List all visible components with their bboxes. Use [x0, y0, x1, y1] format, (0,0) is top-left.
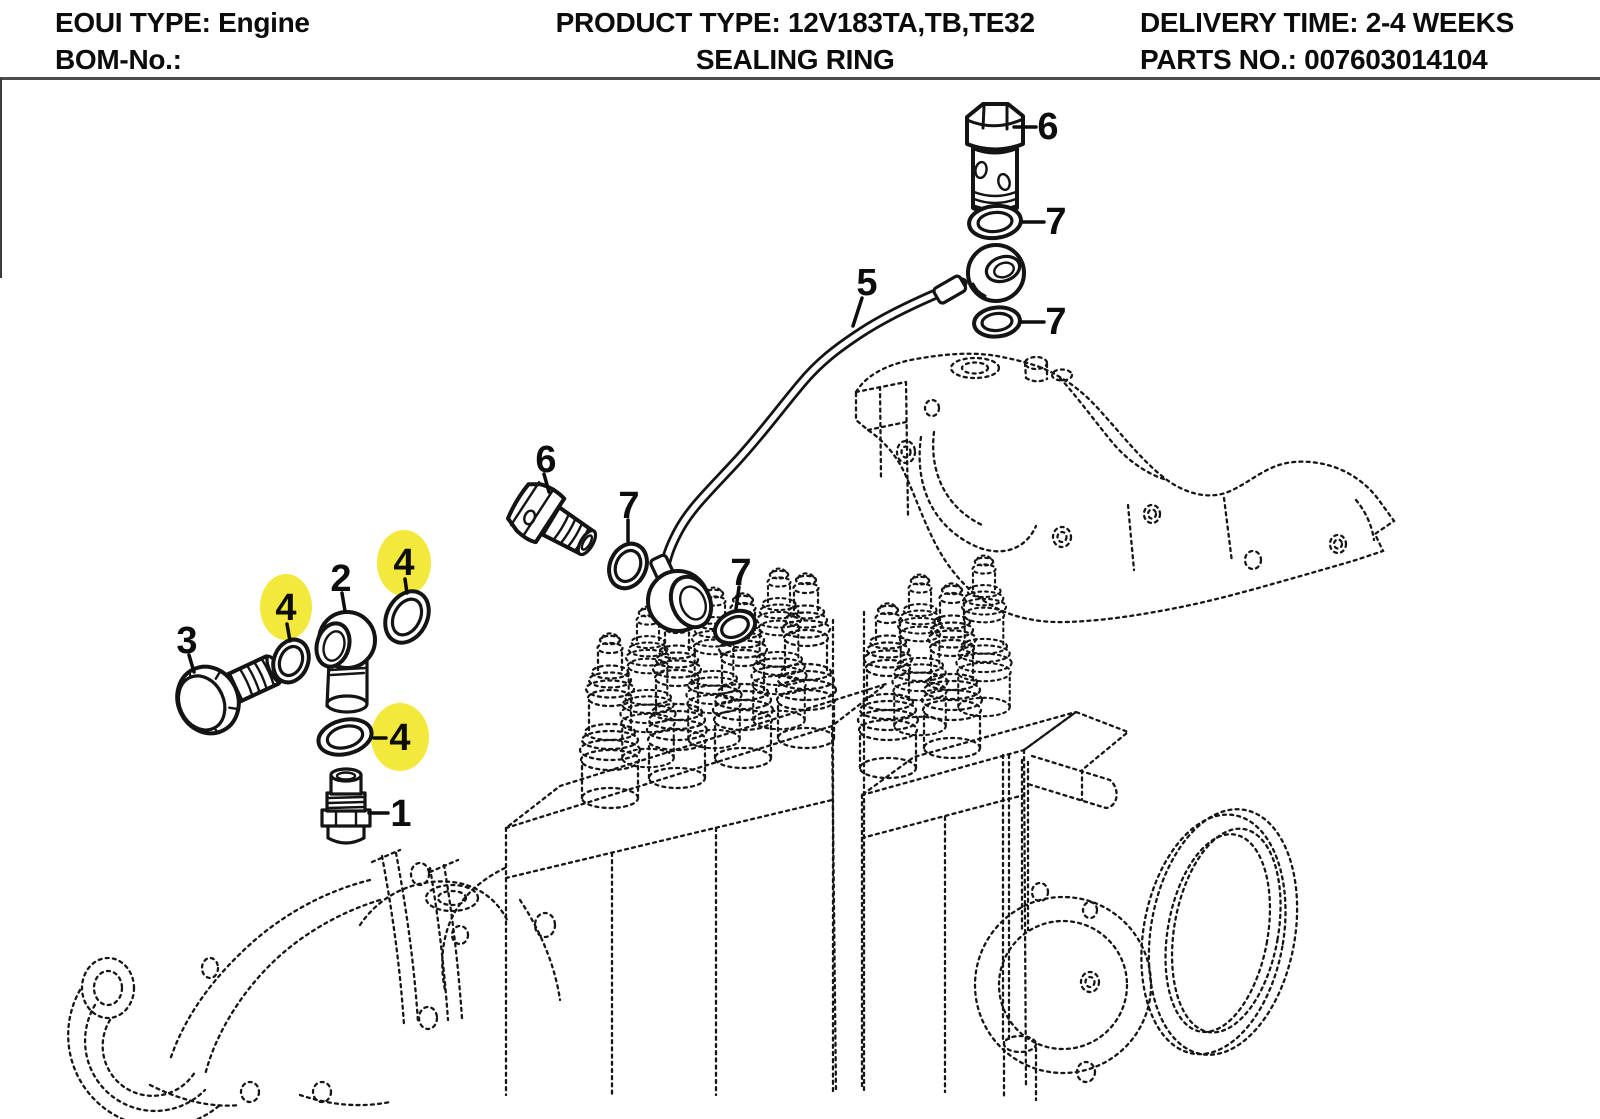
header-center: PRODUCT TYPE: 12V183TA,TB,TE32 SEALING R… [556, 4, 1035, 78]
part-6-bolt-top [965, 102, 1025, 216]
part-7-ring-mid [607, 541, 649, 591]
callout-5-pipe: 5 [851, 262, 878, 328]
head-cover-dashed [854, 352, 1396, 624]
product-type: PRODUCT TYPE: 12V183TA,TB,TE32 [555, 7, 1035, 38]
pipe-ferrule-upper [932, 274, 968, 305]
callout-6-top: 6 [1012, 106, 1059, 148]
highlight-4-bottom [371, 703, 429, 771]
callout-7-mid: 7 [618, 485, 640, 543]
part-7-ring-lower [972, 305, 1022, 339]
part-6-bolt-mid [505, 481, 598, 557]
highlights [260, 530, 431, 771]
callout-6-mid: 6 [535, 439, 557, 494]
callout-1: 1 [367, 793, 412, 835]
callout-7-banjo: 7 [730, 552, 752, 611]
part-number: 7 [1045, 301, 1066, 343]
part-4-ring-left [271, 637, 311, 685]
highlight-4-top [377, 530, 431, 596]
header-left: EOUI TYPE: Engine BOM-No.: [55, 4, 310, 78]
callout-2: 2 [330, 558, 352, 613]
callout-3: 3 [176, 620, 198, 674]
part-number: 4 [389, 717, 410, 759]
part-4-ring-bottom [316, 717, 374, 757]
part-number: 7 [618, 485, 639, 527]
injection-pump-dashed [504, 554, 1131, 1097]
part-5-pipe [646, 243, 1026, 633]
part-number: 6 [535, 439, 556, 481]
front-housing-dashed [67, 848, 562, 1119]
callout-4-bottom: 4 [372, 717, 411, 759]
part-3-bolt [175, 654, 283, 736]
page-left-border [0, 78, 2, 278]
part-7-ring-banjo [712, 608, 758, 646]
callout-4-left: 4 [275, 587, 297, 643]
part-number: 1 [390, 793, 411, 835]
large-sealing-ring-dashed [1140, 808, 1299, 1056]
delivery-time: DELIVERY TIME: 2-4 WEEKS [1140, 7, 1514, 38]
header-divider [0, 77, 1600, 80]
highlight-4-left [260, 574, 312, 640]
part-number: 7 [1045, 201, 1066, 243]
part-7-ring-upper [967, 203, 1023, 241]
callouts: 6 7 5 7 6 7 7 [176, 106, 1066, 835]
header-right: DELIVERY TIME: 2-4 WEEKS PARTS NO.: 0076… [1140, 4, 1514, 78]
part-1-union [320, 767, 372, 845]
part-4-ring-top [383, 589, 431, 645]
injector [645, 612, 709, 790]
part-number: 3 [176, 620, 197, 662]
callout-4-top: 4 [393, 542, 415, 595]
part-number: 7 [730, 552, 751, 594]
part-2-elbow [314, 610, 377, 714]
callout-7-lower: 7 [1019, 301, 1067, 343]
part-number: 5 [856, 262, 877, 304]
bom-no: BOM-No.: [55, 44, 182, 75]
part-number: 2 [330, 558, 351, 600]
header: EOUI TYPE: Engine BOM-No.: PRODUCT TYPE:… [0, 0, 1600, 78]
callout-7-upper: 7 [1021, 201, 1067, 243]
part-title: SEALING RING [695, 44, 895, 75]
part-number: 4 [275, 587, 296, 629]
part-number: 6 [1037, 106, 1058, 148]
parts-no: PARTS NO.: 007603014104 [1140, 44, 1488, 75]
injector [955, 554, 1013, 718]
eoui-type: EOUI TYPE: Engine [55, 7, 310, 38]
rear-flange-dashed [973, 753, 1153, 1102]
part-number: 4 [393, 542, 414, 584]
